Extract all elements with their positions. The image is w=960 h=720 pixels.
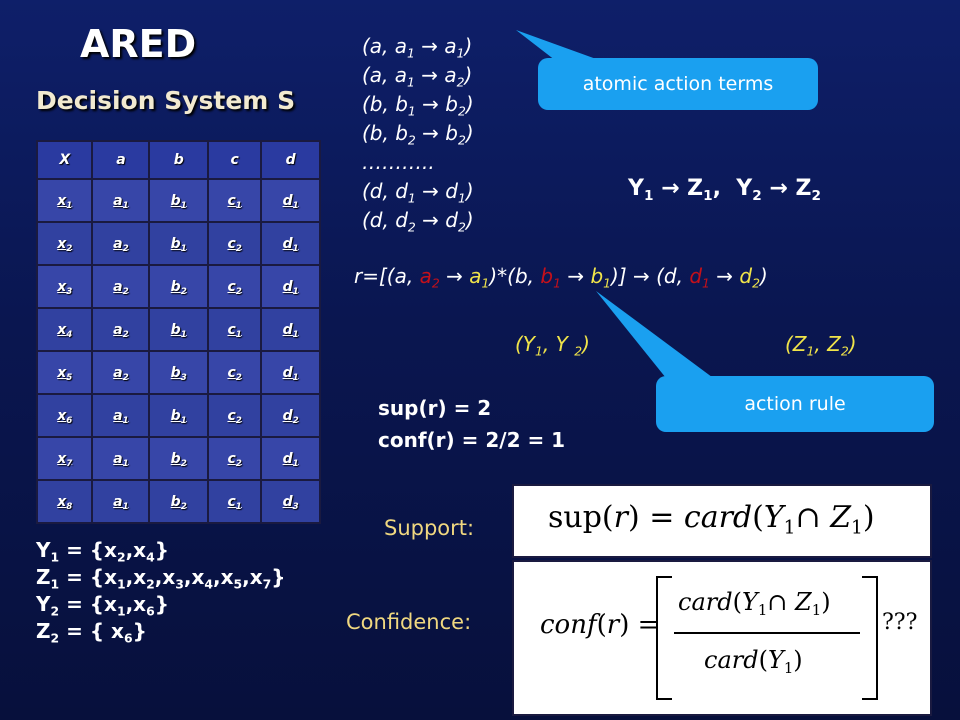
table-cell: x8 [35,479,94,524]
atomic-term: (d, d2 → d2) [362,208,474,235]
table-cell: c2 [207,436,263,481]
set-definition: Y1 = {x2,x4} [36,538,169,565]
table-cell: a1 [91,178,151,223]
table-cell: b1 [148,393,210,438]
table-cell: d1 [260,221,321,266]
table-cell: x7 [35,436,94,481]
confidence-formula: conf(r) = card(Y1∩ Z1) card(Y1) ??? [512,560,932,716]
table-cell: b2 [148,479,210,524]
z-pair: (Z1, Z2) [785,332,857,359]
set-definition: Y2 = {x1,x6} [36,592,169,619]
atomic-term: (d, d1 → d1) [362,179,474,206]
table-header-cell: c [207,140,263,180]
table-cell: d3 [260,479,321,524]
set-definition: Z2 = { x6} [36,619,147,646]
table-cell: b2 [148,436,210,481]
support-formula: sup(r) = card(Y1∩ Z1) [512,484,932,558]
atomic-term: (a, a1 → a2) [362,63,473,90]
table-cell: x3 [35,264,94,309]
table-cell: d2 [260,393,321,438]
table-cell: x6 [35,393,94,438]
atomic-term: (b, b1 → b2) [362,92,474,119]
table-cell: b2 [148,264,210,309]
table-cell: a1 [91,479,151,524]
table-cell: c2 [207,350,263,395]
table-header-cell: a [91,140,151,180]
table-cell: b1 [148,307,210,352]
table-cell: a2 [91,221,151,266]
atomic-terms-callout: atomic action terms [538,58,818,110]
atomic-callout-pointer [516,30,610,64]
table-cell: a2 [91,264,151,309]
table-cell: x1 [35,178,94,223]
table-cell: c2 [207,393,263,438]
table-cell: d1 [260,178,321,223]
table-cell: c2 [207,221,263,266]
table-cell: c1 [207,307,263,352]
table-cell: d1 [260,350,321,395]
page-title: ARED [80,22,197,66]
table-cell: b1 [148,178,210,223]
table-cell: c1 [207,479,263,524]
action-rule-callout-pointer [596,291,720,383]
table-cell: a2 [91,350,151,395]
action-rule: r=[(a, a2 → a1)*(b, b1 → b1)] → (d, d1 →… [354,264,768,291]
atomic-term: (b, b2 → b2) [362,121,474,148]
table-cell: d1 [260,436,321,481]
table-cell: a1 [91,436,151,481]
confidence-value: conf(r) = 2/2 = 1 [378,428,566,452]
table-header-cell: d [260,140,321,180]
table-header-cell: b [148,140,210,180]
table-cell: d1 [260,307,321,352]
page-subtitle: Decision System S [36,86,296,115]
table-cell: x5 [35,350,94,395]
action-rule-callout: action rule [656,376,934,432]
table-header-cell: X [35,140,94,180]
table-cell: b1 [148,221,210,266]
table-cell: x4 [35,307,94,352]
y-pair: (Y1, Y 2) [515,332,590,359]
confidence-label: Confidence: [346,610,472,634]
table-cell: c1 [207,178,263,223]
table-cell: a2 [91,307,151,352]
table-cell: a1 [91,393,151,438]
table-cell: d1 [260,264,321,309]
set-definition: Z1 = {x1,x2,x3,x4,x5,x7} [36,565,286,592]
table-cell: x2 [35,221,94,266]
atomic-term: (a, a1 → a1) [362,34,473,61]
table-cell: c2 [207,264,263,309]
table-header-row: X a b c d [35,140,321,180]
table-cell: b3 [148,350,210,395]
atomic-term: ……….. [362,150,435,174]
support-value: sup(r) = 2 [378,396,492,420]
support-label: Support: [384,516,475,540]
yz-mapping: Y1 → Z1, Y2 → Z2 [628,176,821,204]
